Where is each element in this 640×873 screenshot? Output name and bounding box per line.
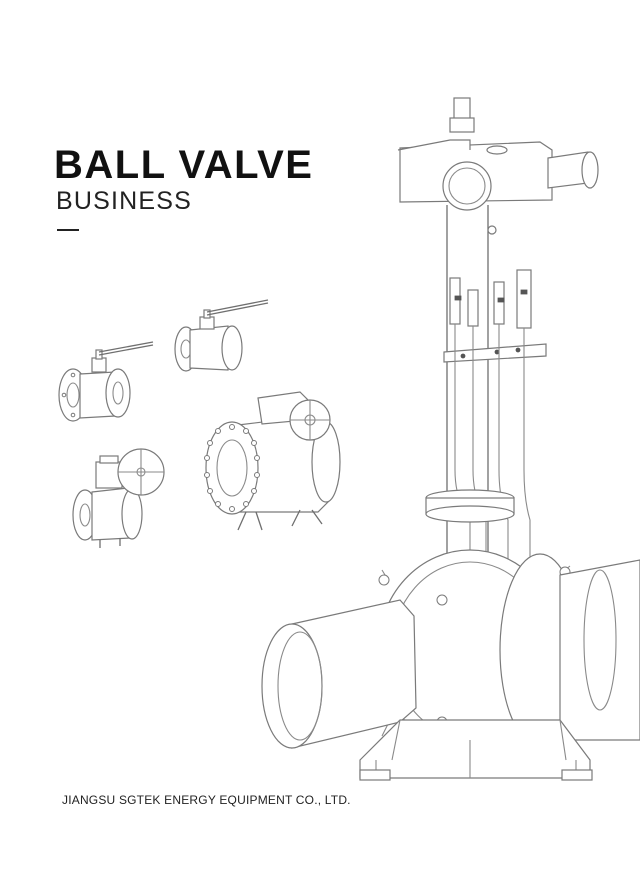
- cover-title: BALL VALVE: [54, 143, 314, 187]
- company-name: JIANGSU SGTEK ENERGY EQUIPMENT CO., LTD.: [62, 793, 351, 807]
- cover-subtitle: BUSINESS: [56, 187, 193, 215]
- title-divider: [57, 229, 79, 231]
